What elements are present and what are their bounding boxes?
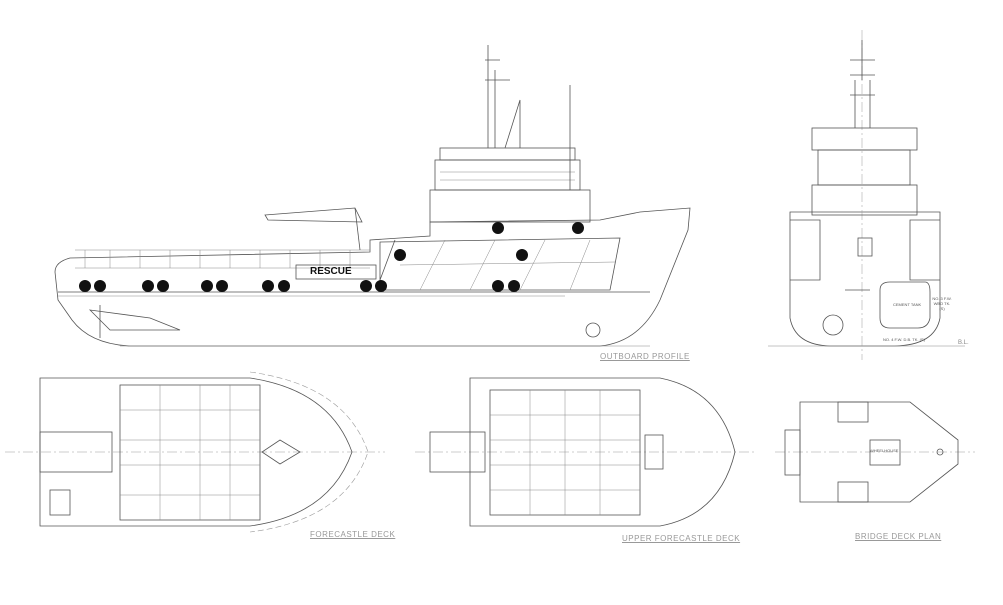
upper-forecastle-deck-plan	[415, 377, 755, 527]
bridge-deck-plan	[775, 401, 975, 503]
bottom-tank-label: NO. 4 F.W. D.B. TK. (S)	[883, 337, 925, 342]
forecastle-deck-title: FORECASTLE DECK	[310, 530, 396, 539]
baseline-label: B.L.	[958, 340, 969, 346]
cement-tank-label: CEMENT TANK	[893, 302, 922, 307]
forecastle-deck-plan	[5, 371, 385, 533]
outboard-profile-title: OUTBOARD PROFILE	[600, 352, 690, 361]
wheelhouse-label: WHEELHOUSE	[870, 448, 899, 453]
side-tank-label: NO. 3 F.W. WBO TK. (S)	[932, 296, 952, 311]
upper-forecastle-deck-title: UPPER FORECASTLE DECK	[622, 534, 741, 543]
fenders	[79, 222, 584, 292]
outboard-profile	[54, 45, 691, 347]
rescue-marking: RESCUE	[310, 266, 352, 277]
bridge-deck-plan-title: BRIDGE DECK PLAN	[855, 532, 942, 541]
front-view	[768, 30, 965, 360]
